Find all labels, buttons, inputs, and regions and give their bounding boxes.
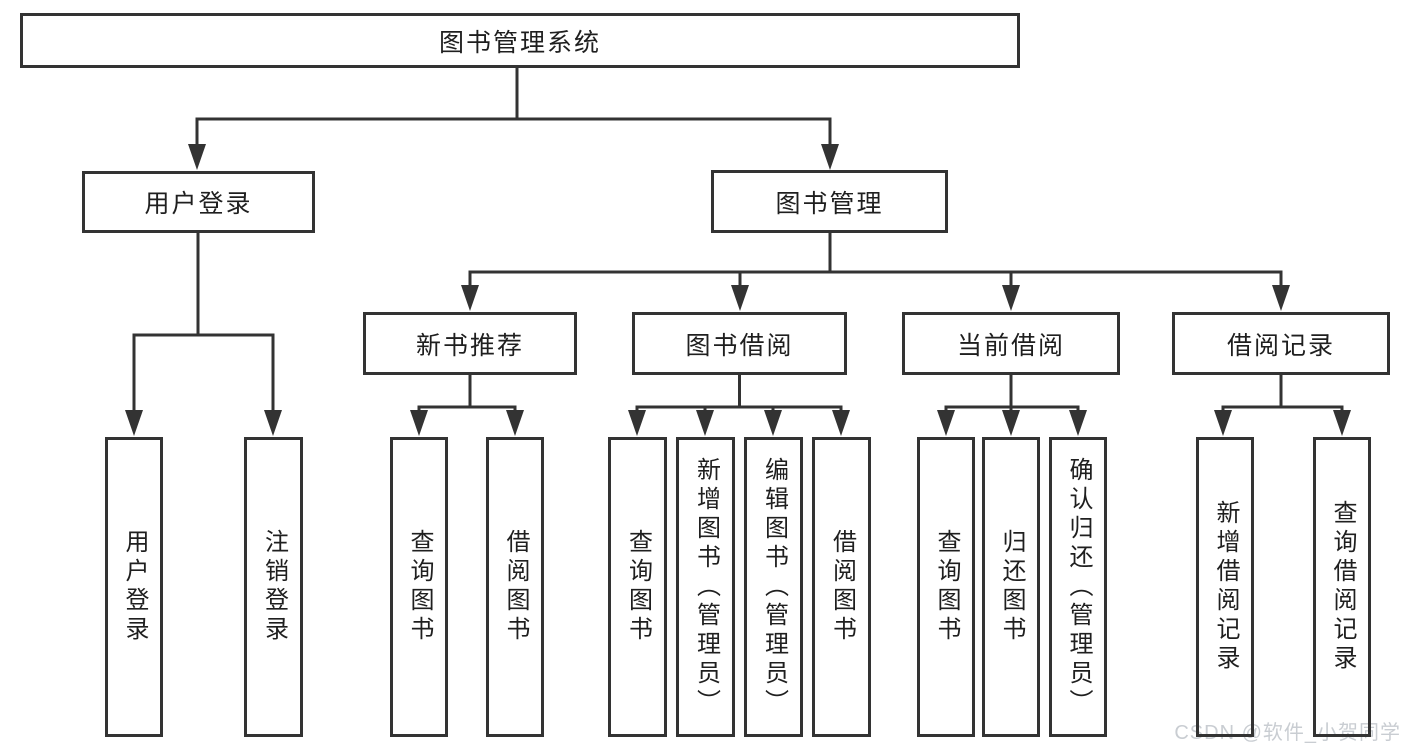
node-new-book-recommend: 新书推荐 xyxy=(363,312,577,375)
leaf-return-books: 归还图书 xyxy=(982,437,1040,737)
leaf-label: 查询借阅记录 xyxy=(1329,500,1356,674)
leaf-confirm-return-admin: 确认归还（管理员） xyxy=(1049,437,1107,737)
leaf-query-books: 查询图书 xyxy=(917,437,975,737)
leaf-label: 注销登录 xyxy=(260,529,288,645)
leaf-edit-books-admin: 编辑图书（管理员） xyxy=(744,437,803,737)
leaf-query-books: 查询图书 xyxy=(608,437,667,737)
leaf-label: 借阅图书 xyxy=(828,529,856,645)
leaf-user-login: 用户登录 xyxy=(105,437,163,737)
leaf-label: 借阅图书 xyxy=(502,529,529,645)
node-root-label: 图书管理系统 xyxy=(438,28,601,57)
leaf-label: 新增借阅记录 xyxy=(1212,500,1239,674)
watermark: CSDN @软件_小贺同学 xyxy=(1174,722,1401,744)
group-label: 当前借阅 xyxy=(956,331,1065,360)
group-label: 新书推荐 xyxy=(415,331,524,360)
leaf-label: 新增图书（管理员） xyxy=(692,456,720,718)
leaf-label: 用户登录 xyxy=(121,529,148,645)
leaf-label: 查询图书 xyxy=(624,529,652,645)
leaf-borrow-books: 借阅图书 xyxy=(812,437,871,737)
leaf-logout: 注销登录 xyxy=(244,437,303,737)
leaf-label: 查询图书 xyxy=(406,529,433,645)
node-user-login-branch: 用户登录 xyxy=(82,171,315,233)
node-borrow-records: 借阅记录 xyxy=(1172,312,1390,375)
node-book-mgmt-label: 图书管理 xyxy=(775,189,884,218)
leaf-label: 查询图书 xyxy=(933,529,960,645)
node-root-system: 图书管理系统 xyxy=(20,13,1020,68)
leaf-add-books-admin: 新增图书（管理员） xyxy=(676,437,735,737)
node-current-borrow: 当前借阅 xyxy=(902,312,1120,375)
leaf-label: 确认归还（管理员） xyxy=(1065,456,1092,718)
leaf-add-borrow-record: 新增借阅记录 xyxy=(1196,437,1254,737)
node-book-mgmt-branch: 图书管理 xyxy=(711,170,948,233)
group-label: 借阅记录 xyxy=(1226,331,1335,360)
node-book-borrow: 图书借阅 xyxy=(632,312,847,375)
leaf-label: 归还图书 xyxy=(998,529,1025,645)
leaf-borrow-books: 借阅图书 xyxy=(486,437,544,737)
leaf-query-borrow-record: 查询借阅记录 xyxy=(1313,437,1371,737)
arrowhead-icons xyxy=(125,144,1351,436)
leaf-label: 编辑图书（管理员） xyxy=(760,456,788,718)
leaf-query-books: 查询图书 xyxy=(390,437,448,737)
group-label: 图书借阅 xyxy=(685,331,794,360)
node-user-login-label: 用户登录 xyxy=(144,190,253,218)
